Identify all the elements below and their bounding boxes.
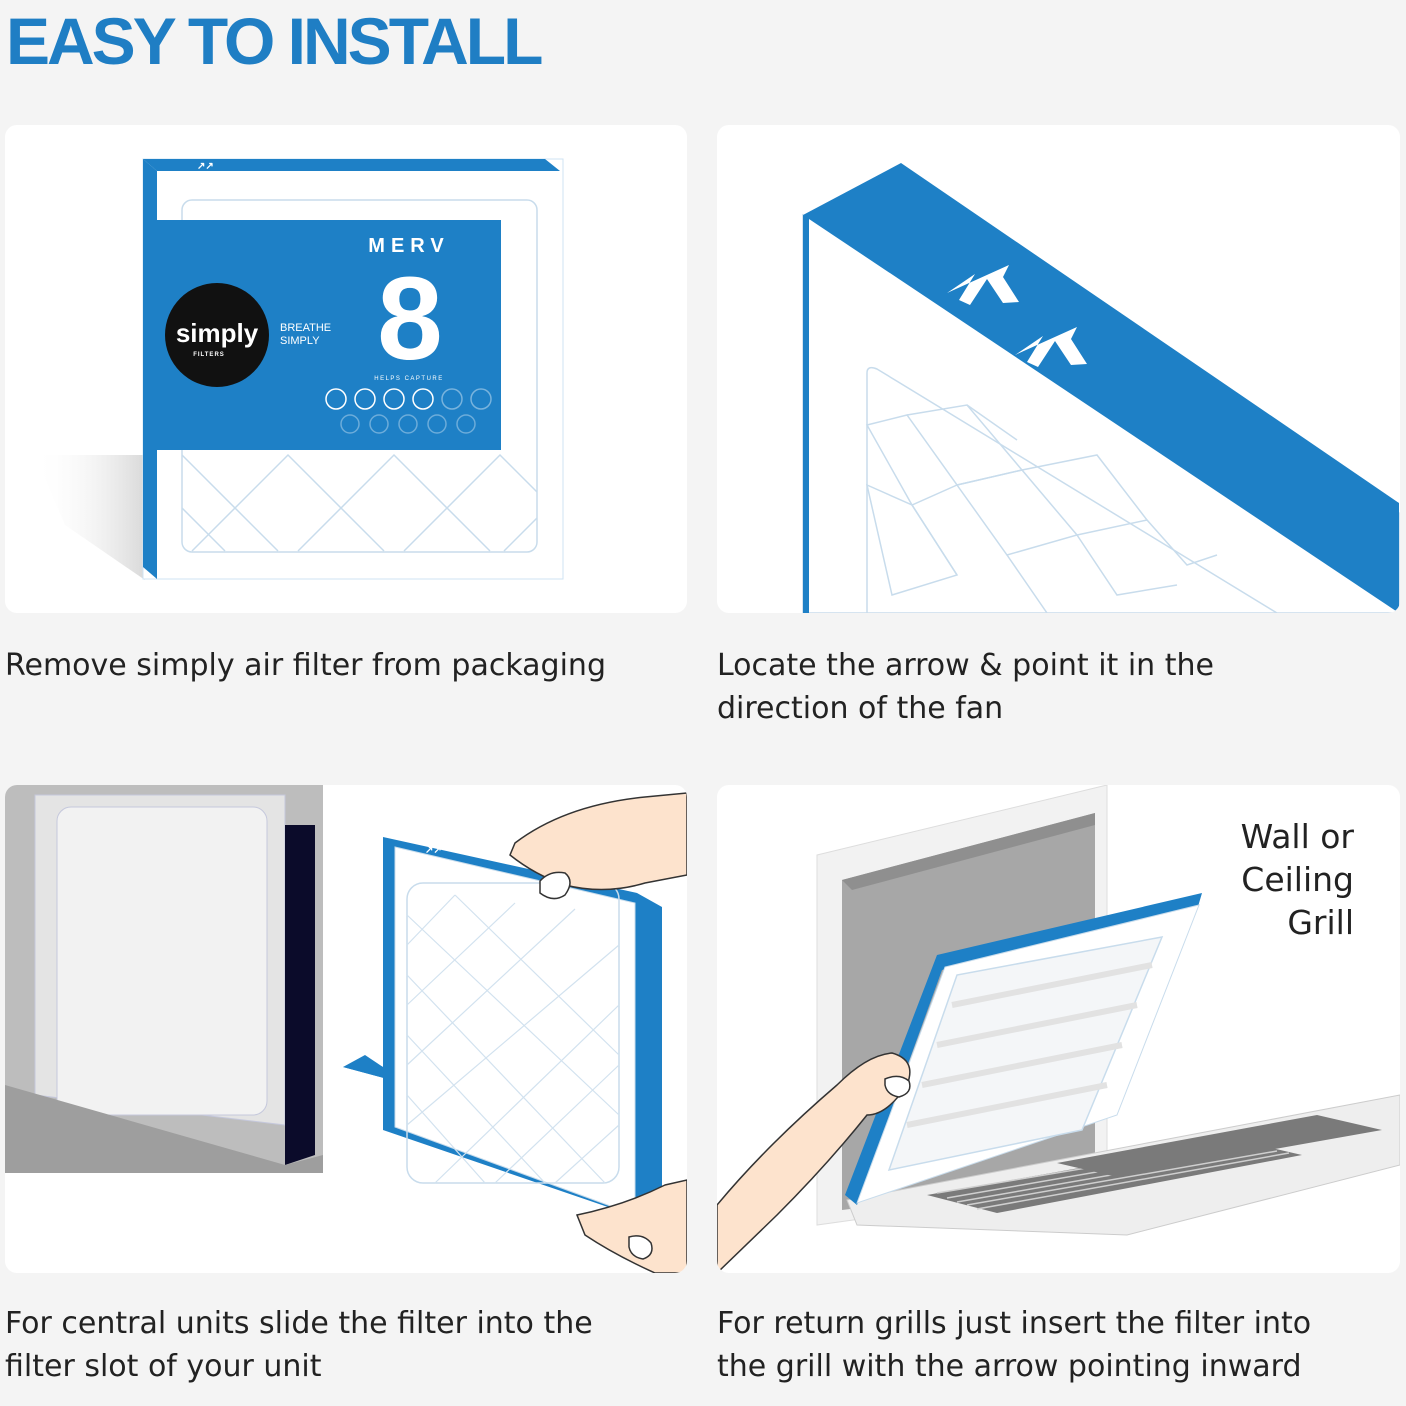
step-4-caption: For return grills just insert the filter… bbox=[717, 1302, 1311, 1388]
filter-frame-side bbox=[803, 215, 809, 613]
package-edge-arrows: ↗↗ bbox=[197, 161, 214, 172]
brand-logo-subtext: FILTERS bbox=[193, 352, 225, 358]
grill-label-line-3: Grill bbox=[1287, 903, 1354, 942]
return-grill-illustration: ↗↗ bbox=[717, 785, 1400, 1273]
step-3-caption-line-2: filter slot of your unit bbox=[5, 1349, 322, 1384]
odor-icon bbox=[340, 414, 360, 434]
virus-icon bbox=[369, 414, 389, 434]
hands-illustration bbox=[509, 792, 687, 1273]
brand-logo-text: simply bbox=[176, 318, 259, 348]
spore-icon bbox=[456, 414, 476, 434]
page-title: EASY TO INSTALL bbox=[6, 4, 543, 78]
step-3-caption: For central units slide the filter into … bbox=[5, 1302, 593, 1388]
pet-dander-icon bbox=[412, 388, 434, 410]
mold-icon bbox=[383, 388, 405, 410]
unit-shadow bbox=[5, 1085, 323, 1173]
step-2-illustration-card bbox=[717, 125, 1400, 613]
pollen-icon bbox=[325, 388, 347, 410]
filter-package-illustration: ↗↗ simply FILTERS BREATHE SIMPLY MERV 8 … bbox=[35, 158, 564, 580]
step-1-illustration-card: ↗↗ simply FILTERS BREATHE SIMPLY MERV 8 … bbox=[5, 125, 687, 613]
filter-frame-blue-edge bbox=[803, 163, 1399, 613]
step-4-caption-line-1: For return grills just insert the filter… bbox=[717, 1306, 1312, 1341]
airflow-arrow-icon bbox=[947, 265, 1087, 367]
package-top-edge bbox=[143, 159, 560, 171]
new-filter-face bbox=[394, 846, 636, 1216]
frame-arrows: ↗↗ bbox=[985, 955, 1002, 966]
central-unit-slot-illustration: ↗↗ bbox=[5, 785, 687, 1273]
brand-logo-circle bbox=[165, 283, 269, 387]
smoke-icon bbox=[441, 388, 463, 410]
grill-label-line-2: Ceiling bbox=[1241, 860, 1354, 899]
filter-slot bbox=[285, 825, 315, 1165]
filter-grid-pattern bbox=[865, 366, 1278, 613]
lint-icon bbox=[398, 414, 418, 434]
step-2-caption-line-1: Locate the arrow & point it in the bbox=[717, 648, 1214, 683]
merv-label: MERV bbox=[368, 235, 449, 257]
dust-icon bbox=[354, 388, 376, 410]
helps-capture-label: HELPS CAPTURE bbox=[374, 376, 444, 382]
frame-arrows: ↗↗ bbox=[425, 845, 442, 856]
step-4-illustration-card: ↗↗ Wall or Ceiling Grill bbox=[717, 785, 1400, 1273]
step-2-caption-line-2: direction of the fan bbox=[717, 691, 1004, 726]
tagline-line-2: SIMPLY bbox=[280, 335, 320, 347]
step-2-caption: Locate the arrow & point it in the direc… bbox=[717, 644, 1214, 730]
installed-filter-grid bbox=[56, 806, 268, 1116]
filter-arrow-closeup-illustration bbox=[802, 163, 1400, 613]
grill-label-line-1: Wall or bbox=[1240, 817, 1354, 856]
new-filter-grid bbox=[406, 882, 620, 1184]
tagline-line-1: BREATHE bbox=[280, 322, 331, 334]
step-3-caption-line-1: For central units slide the filter into … bbox=[5, 1306, 593, 1341]
hand-illustration bbox=[717, 1052, 911, 1273]
wall-or-ceiling-grill-label: Wall or Ceiling Grill bbox=[1241, 815, 1354, 944]
pollutant-icons bbox=[325, 388, 492, 434]
step-1-caption-line-1: Remove simply air filter from packaging bbox=[5, 648, 606, 683]
step-3-illustration-card: ↗↗ bbox=[5, 785, 687, 1273]
allergen-icon bbox=[427, 414, 447, 434]
step-1-caption: Remove simply air filter from packaging bbox=[5, 644, 606, 687]
bacteria-icon bbox=[470, 388, 492, 410]
step-4-caption-line-2: the grill with the arrow pointing inward bbox=[717, 1349, 1302, 1384]
package-shadow bbox=[35, 455, 145, 580]
grill-filter-pleats bbox=[887, 936, 1164, 1172]
merv-value: 8 bbox=[377, 253, 443, 385]
grill-filter-frame bbox=[845, 893, 1202, 1205]
package-left-edge bbox=[143, 159, 157, 579]
